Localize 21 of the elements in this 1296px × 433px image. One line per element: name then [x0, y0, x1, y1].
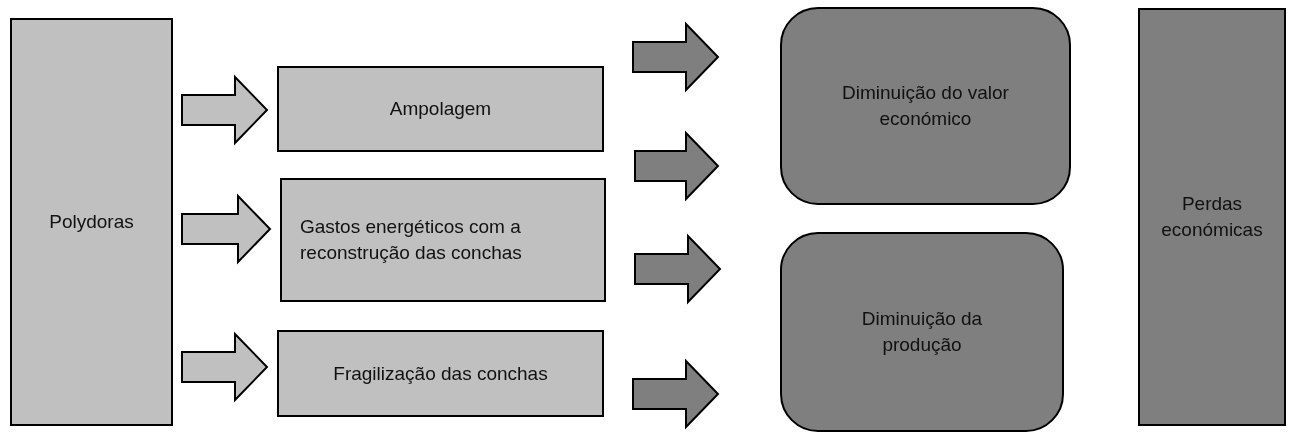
block-arrow	[634, 233, 722, 305]
process-box	[277, 330, 604, 417]
box-label: Gastos energéticos com a reconstrução das conchas	[300, 215, 523, 265]
block-arrow	[181, 331, 269, 403]
process-box	[10, 18, 173, 426]
process-box	[1138, 8, 1286, 426]
block-arrow	[632, 358, 720, 430]
block-arrow	[181, 74, 269, 146]
box-label: Polydoras	[49, 210, 134, 235]
block-arrow	[632, 21, 720, 93]
block-arrow	[181, 193, 272, 265]
process-box	[277, 66, 604, 152]
rounded-box	[780, 7, 1071, 205]
box-label: Fragilização das conchas	[333, 361, 548, 386]
box-label: Diminuição do valor económico	[841, 81, 1010, 131]
block-arrow	[634, 130, 720, 202]
box-label: Ampolagem	[389, 97, 492, 122]
box-label: Diminuição da produção	[860, 307, 984, 357]
rounded-box	[780, 232, 1064, 432]
box-label: Perdas económicas	[1160, 192, 1264, 242]
process-box	[280, 178, 606, 302]
